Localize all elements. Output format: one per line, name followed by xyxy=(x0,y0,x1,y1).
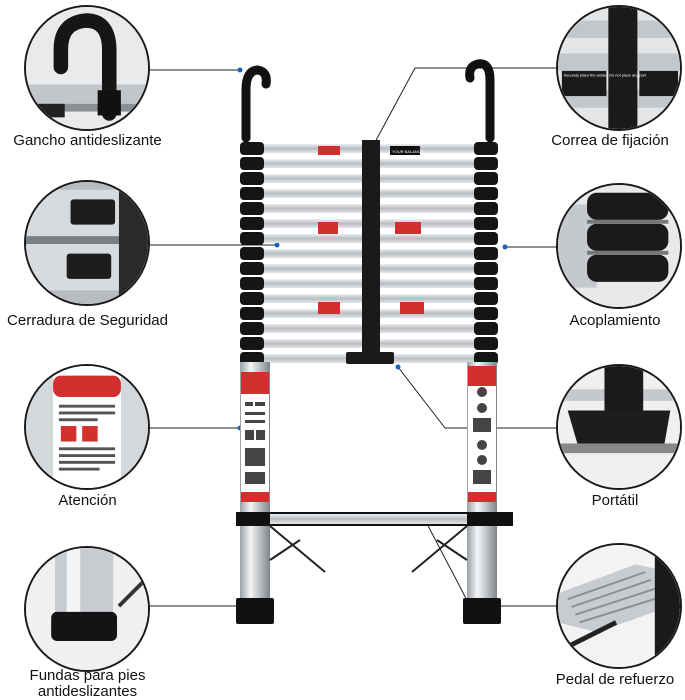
ladder-collar-left xyxy=(240,247,264,260)
strap-warning-text: Securely place the ladder. Do not place … xyxy=(564,73,647,78)
ladder-collar-right xyxy=(474,172,498,185)
ladder-collar-left xyxy=(240,292,264,305)
coupling-label: Acoplamiento xyxy=(569,312,661,329)
ladder-collar-right xyxy=(474,277,498,290)
safety-lock-callout xyxy=(24,180,150,306)
attention-callout xyxy=(24,364,150,490)
ladder-collar-right xyxy=(474,352,498,365)
ladder-collar-left xyxy=(240,322,264,335)
portable-label: Portátil xyxy=(591,492,639,509)
ladder-collar-left xyxy=(240,187,264,200)
ladder-collar-right xyxy=(474,202,498,215)
ladder-collar-right xyxy=(474,232,498,245)
ladder-collar-right xyxy=(474,157,498,170)
ladder-collar-right xyxy=(474,307,498,320)
ladder-collar-left xyxy=(240,262,264,275)
ladder-warning-text: YOUR BALANCE xyxy=(392,149,424,154)
ladder-collar-left xyxy=(240,217,264,230)
ladder-collar-left xyxy=(240,277,264,290)
ladder-collar-right xyxy=(474,247,498,260)
safety-lock-label: Cerradura de Seguridad xyxy=(7,312,168,329)
portable-callout xyxy=(556,364,682,490)
hook-callout xyxy=(24,5,150,131)
pedal-callout xyxy=(556,543,682,669)
pedal-label: Pedal de refuerzo xyxy=(555,671,675,688)
ladder-collar-left xyxy=(240,172,264,185)
feet-label-line2: antideslizantes xyxy=(37,683,138,700)
ladder-collar-right xyxy=(474,262,498,275)
ladder-collar-left xyxy=(240,142,264,155)
ladder-collar-left xyxy=(240,307,264,320)
ladder-collar-left xyxy=(240,202,264,215)
coupling-callout xyxy=(556,183,682,309)
ladder-collar-left xyxy=(240,337,264,350)
ladder-collar-right xyxy=(474,217,498,230)
ladder-collar-left xyxy=(240,352,264,365)
strap-callout: Securely place the ladder. Do not place … xyxy=(556,5,682,131)
ladder-collar-right xyxy=(474,337,498,350)
ladder-collar-right xyxy=(474,187,498,200)
ladder-collar-right xyxy=(474,142,498,155)
attention-label: Atención xyxy=(58,492,117,509)
strap-label: Correa de fijación xyxy=(551,132,669,149)
hook-label: Gancho antideslizante xyxy=(13,132,162,149)
ladder-collar-left xyxy=(240,232,264,245)
ladder-collar-left xyxy=(240,157,264,170)
ladder-collar-right xyxy=(474,292,498,305)
ladder-collar-right xyxy=(474,322,498,335)
feet-callout xyxy=(24,546,150,672)
feet-label-line1: Fundas para pies xyxy=(29,667,146,684)
